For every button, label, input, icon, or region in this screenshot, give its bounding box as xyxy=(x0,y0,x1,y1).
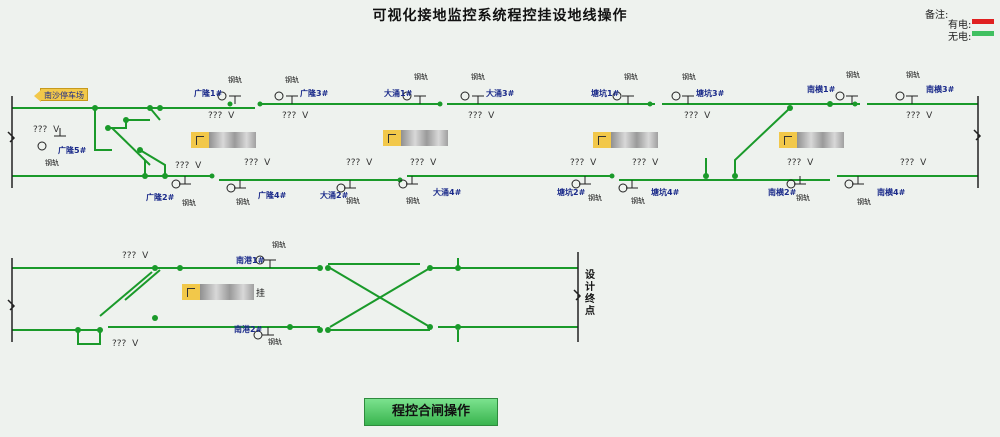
voltage-value: ??? V xyxy=(900,158,927,168)
ground-switch-label: 钢轨 xyxy=(182,199,196,207)
voltage-value: ??? V xyxy=(906,111,933,121)
station-label: 塘坑3# xyxy=(696,89,725,98)
ground-switch-label: 钢轨 xyxy=(857,198,871,206)
ground-switch-label: 钢轨 xyxy=(272,241,286,249)
station-label: 广隆3# xyxy=(300,89,329,98)
station-label: 塘坑4# xyxy=(651,188,680,197)
voltage-value: ??? V xyxy=(112,339,139,349)
voltage-value: ??? V xyxy=(346,158,373,168)
ground-switch-label: 钢轨 xyxy=(45,159,59,167)
ground-switch-label: 钢轨 xyxy=(846,71,860,79)
legend-title: 备注: xyxy=(925,10,949,21)
track-lines xyxy=(12,103,978,345)
voltage-value: ??? V xyxy=(175,161,202,171)
ground-switch-label: 钢轨 xyxy=(228,76,242,84)
station-label: 塘坑1# xyxy=(591,89,620,98)
station-label: 南横3# xyxy=(926,85,955,94)
station-label: 大涌4# xyxy=(433,188,462,197)
station-label: 大涌3# xyxy=(486,89,515,98)
station-label: 大涌1# xyxy=(384,89,413,98)
legend-swatch-dead xyxy=(972,31,994,36)
end-point-label: 设计终点 xyxy=(585,270,595,317)
ground-status-box[interactable] xyxy=(593,132,658,148)
ground-switch-label: 钢轨 xyxy=(414,73,428,81)
ground-switch-label: 钢轨 xyxy=(682,73,696,81)
station-label: 塘坑2# xyxy=(557,188,586,197)
legend-swatch-live xyxy=(972,19,994,24)
station-label: 南横2# xyxy=(768,188,797,197)
voltage-value: ??? V xyxy=(410,158,437,168)
station-label: 广隆5# xyxy=(58,146,87,155)
ground-switch-label: 钢轨 xyxy=(906,71,920,79)
line-breaks xyxy=(7,96,982,342)
voltage-value: ??? V xyxy=(632,158,659,168)
locomotive-sign: 南沙停车场 xyxy=(34,88,88,102)
voltage-value: ??? V xyxy=(33,125,60,135)
voltage-value: ??? V xyxy=(787,158,814,168)
ground-switch-label: 钢轨 xyxy=(346,197,360,205)
ground-switch-label: 钢轨 xyxy=(406,197,420,205)
program-close-button[interactable]: 程控合闸操作 xyxy=(364,398,498,426)
station-label: 广隆1# xyxy=(194,89,223,98)
page-title: 可视化接地监控系统程控挂设地线操作 xyxy=(372,8,628,24)
voltage-value: ??? V xyxy=(468,111,495,121)
station-label: 南港2# xyxy=(234,325,263,334)
voltage-value: ??? V xyxy=(684,111,711,121)
ground-switch-symbols xyxy=(37,91,918,340)
voltage-value: ??? V xyxy=(244,158,271,168)
ground-switch-label: 钢轨 xyxy=(631,197,645,205)
station-label: 广隆4# xyxy=(258,191,287,200)
ground-status-box[interactable] xyxy=(191,132,256,148)
voltage-value: ??? V xyxy=(570,158,597,168)
ground-switch-label: 钢轨 xyxy=(285,76,299,84)
ground-switch-label: 钢轨 xyxy=(624,73,638,81)
ground-status-box[interactable] xyxy=(779,132,844,148)
voltage-value: ??? V xyxy=(208,111,235,121)
ground-switch-label: 钢轨 xyxy=(268,338,282,346)
junction-dots xyxy=(75,101,858,333)
station-label: 南横1# xyxy=(807,85,836,94)
legend-label-dead: 无电: xyxy=(948,32,972,43)
station-label: 南横4# xyxy=(877,188,906,197)
ground-status-box[interactable] xyxy=(383,130,448,146)
ground-switch-label: 钢轨 xyxy=(588,194,602,202)
ground-status-box[interactable]: 挂 xyxy=(182,284,268,300)
voltage-value: ??? V xyxy=(282,111,309,121)
voltage-value: ??? V xyxy=(122,251,149,261)
station-label: 广隆2# xyxy=(146,193,175,202)
ground-switch-label: 钢轨 xyxy=(796,194,810,202)
legend-label-live: 有电: xyxy=(948,20,972,31)
station-label: 南港1# xyxy=(236,256,265,265)
ground-switch-label: 钢轨 xyxy=(236,198,250,206)
ground-switch-label: 钢轨 xyxy=(471,73,485,81)
station-label: 大涌2# xyxy=(320,191,349,200)
